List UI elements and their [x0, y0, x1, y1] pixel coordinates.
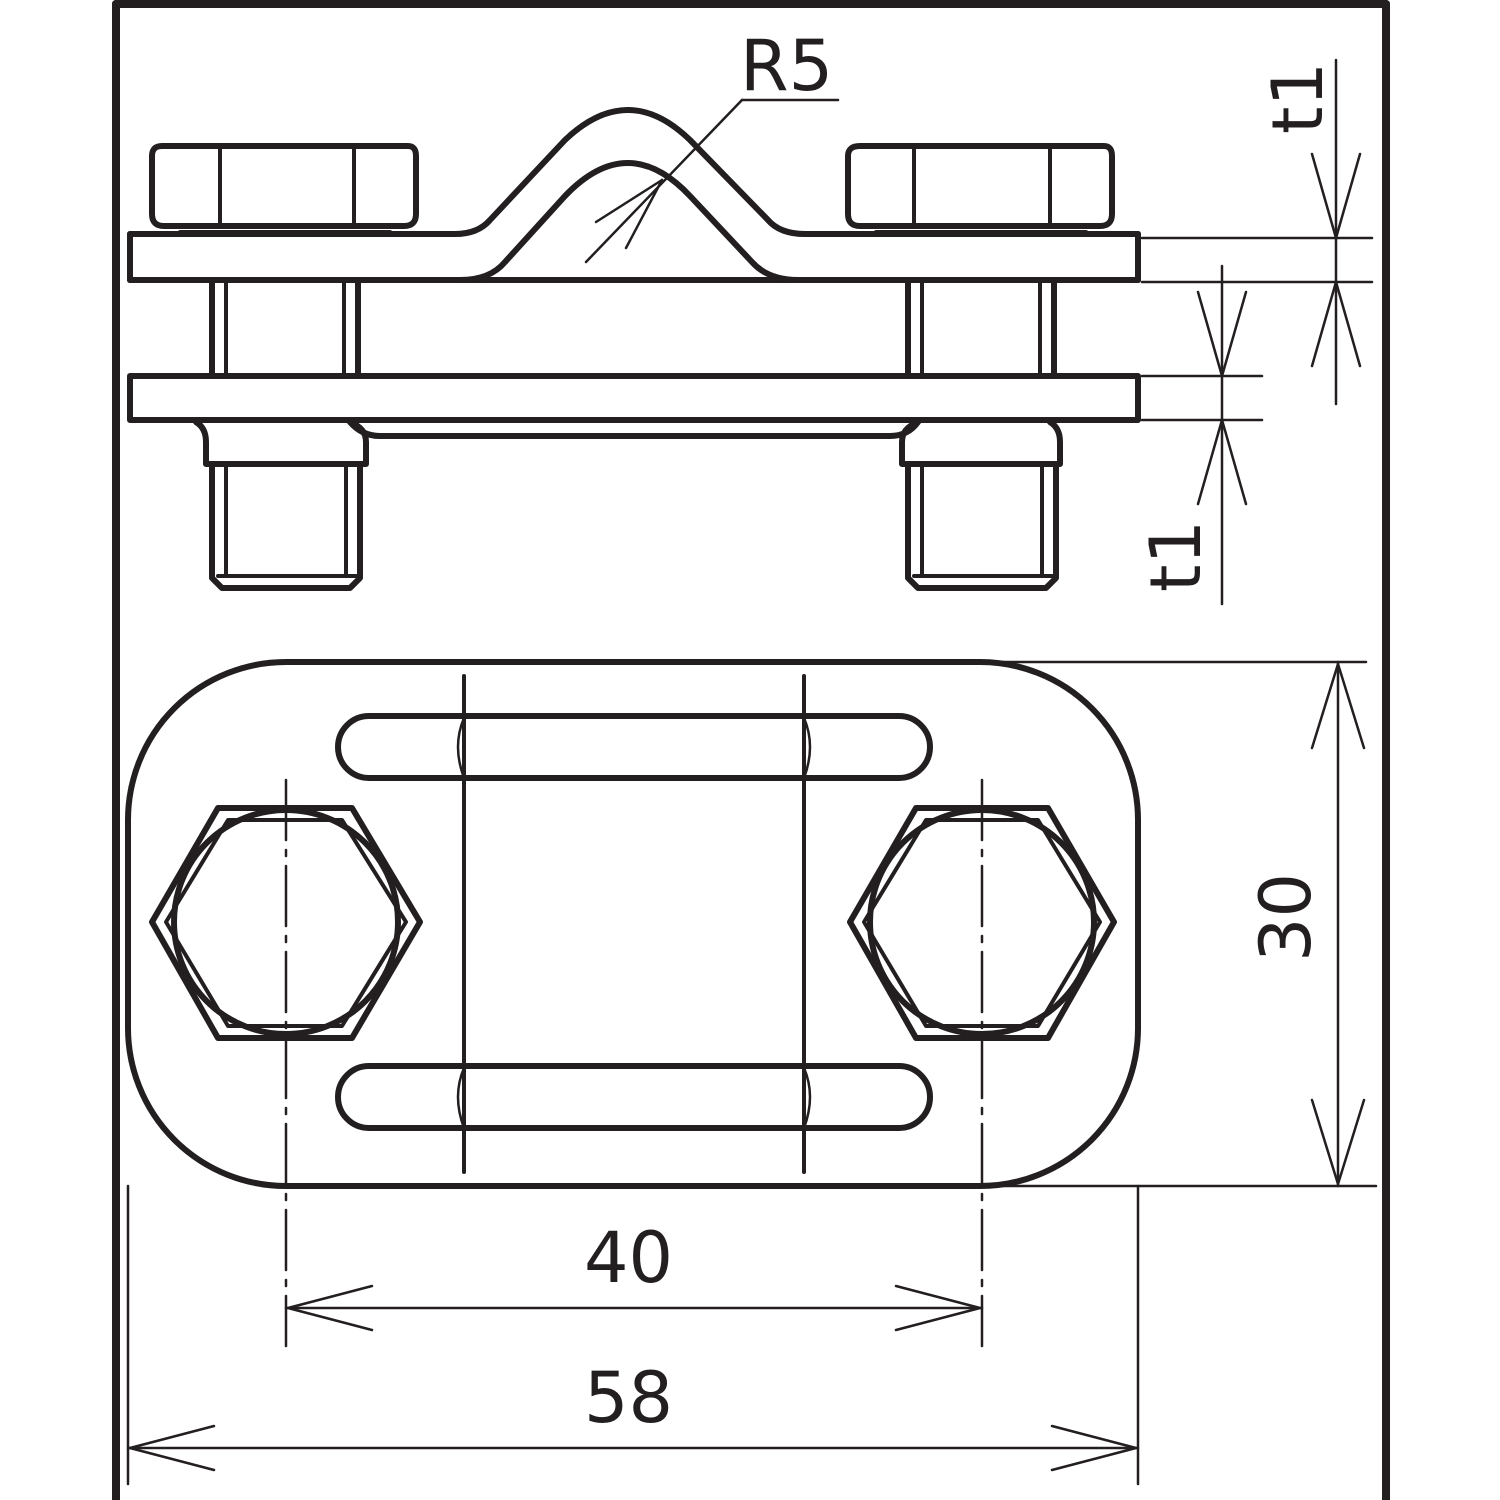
left-bolt-thread — [193, 419, 369, 591]
height-label: 30 — [1245, 873, 1327, 962]
side-view: R5 t1 t1 — [127, 25, 1374, 606]
top-thickness-label: t1 — [1257, 62, 1339, 134]
lower-slot — [335, 1063, 933, 1131]
top-thickness-dimension: t1 — [1140, 58, 1374, 406]
top-clamp-plate — [127, 107, 1141, 283]
left-hex-nut — [149, 143, 419, 234]
overall-length-label: 58 — [584, 1357, 673, 1439]
height-dimension: 30 — [998, 660, 1378, 1188]
bottom-plate — [127, 373, 1141, 423]
hole-spacing-label: 40 — [584, 1217, 673, 1299]
bottom-thickness-dimension: t1 — [1135, 264, 1264, 606]
bottom-pressure-plate — [347, 419, 921, 439]
clamp-plate-outline — [125, 659, 1141, 1189]
left-bolt-shank — [209, 279, 361, 379]
right-bolt-shank — [905, 279, 1057, 379]
drawing-frame — [112, 0, 1390, 1500]
radius-label: R5 — [740, 25, 833, 107]
upper-slot — [335, 713, 933, 781]
centerlines — [284, 778, 984, 1348]
conductor-lines — [456, 674, 812, 1174]
hole-spacing-dimension: 40 — [284, 1217, 984, 1332]
overall-length-dimension: 58 — [126, 1184, 1140, 1486]
bottom-thickness-label: t1 — [1135, 520, 1217, 592]
right-bolt-thread — [899, 419, 1063, 591]
radius-leader: R5 — [584, 25, 840, 264]
right-hex-nut — [845, 143, 1115, 234]
top-view: 30 40 58 — [125, 659, 1378, 1486]
